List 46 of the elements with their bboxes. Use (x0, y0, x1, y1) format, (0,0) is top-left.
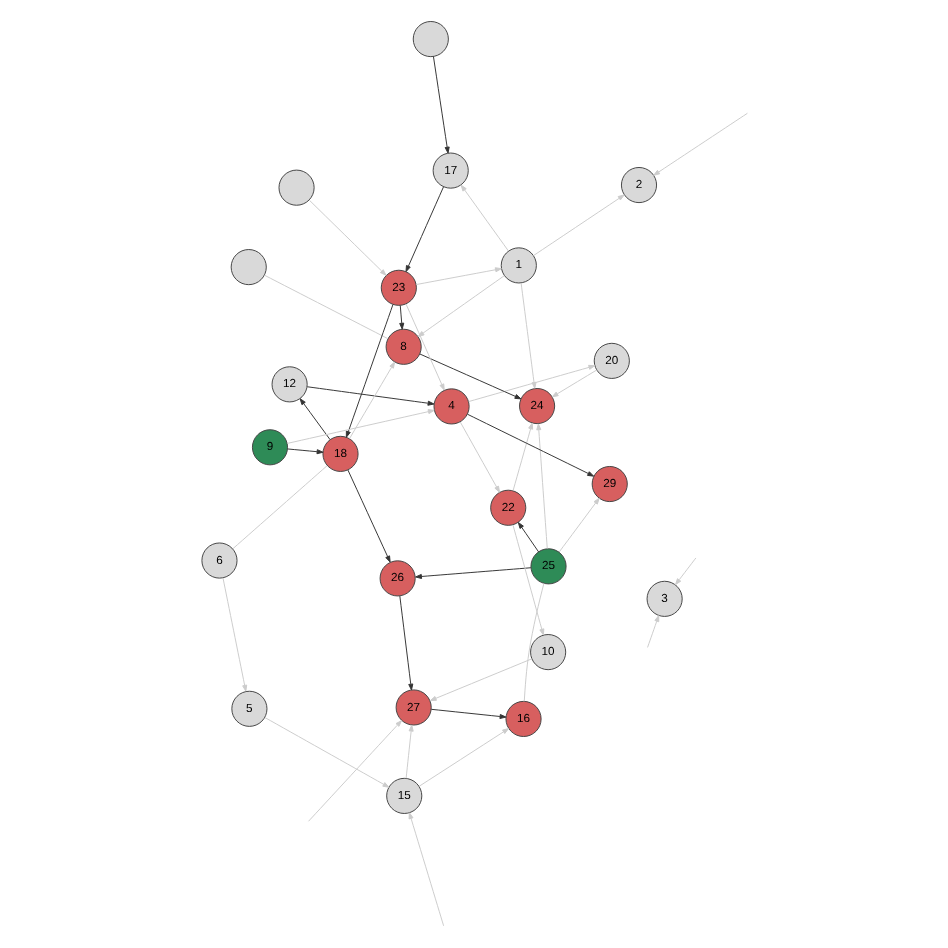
arrow (429, 708, 506, 719)
arrow (221, 577, 247, 692)
arrow (467, 364, 595, 403)
node-circle (411, 21, 448, 58)
arrow (286, 448, 323, 455)
arrow (398, 595, 413, 691)
arrow (550, 369, 597, 398)
arrow (308, 199, 386, 276)
arrow (404, 303, 444, 391)
arrow (285, 409, 434, 444)
arrow (298, 398, 330, 440)
arrow (532, 194, 624, 257)
arrow (404, 186, 443, 273)
node-circle (277, 169, 314, 206)
arrow (646, 615, 659, 648)
arrow (346, 469, 390, 563)
connector (262, 274, 388, 340)
arrow (305, 386, 434, 406)
arrow (674, 557, 696, 586)
arrow (418, 353, 521, 400)
arrow (428, 658, 532, 702)
arrow (519, 282, 536, 389)
arrow (404, 724, 413, 779)
arrow (466, 413, 594, 477)
connector (231, 465, 327, 550)
arrow (414, 267, 501, 286)
arrow (535, 423, 547, 550)
arrow (459, 184, 508, 252)
arrow (307, 720, 401, 822)
arrow (652, 112, 747, 176)
arrow (414, 567, 531, 579)
arrow (348, 361, 395, 440)
arrow (407, 812, 444, 927)
arrow (417, 728, 509, 787)
arrow (416, 275, 504, 338)
arrow (557, 497, 599, 553)
arrow (431, 56, 449, 154)
arrow (458, 421, 500, 493)
arrow (398, 305, 404, 330)
arrow (344, 304, 393, 438)
node-circle (229, 249, 266, 286)
connector (522, 582, 544, 702)
arrow (511, 422, 533, 491)
arrow (263, 717, 389, 788)
arrow (516, 522, 539, 553)
arrow (511, 524, 544, 636)
